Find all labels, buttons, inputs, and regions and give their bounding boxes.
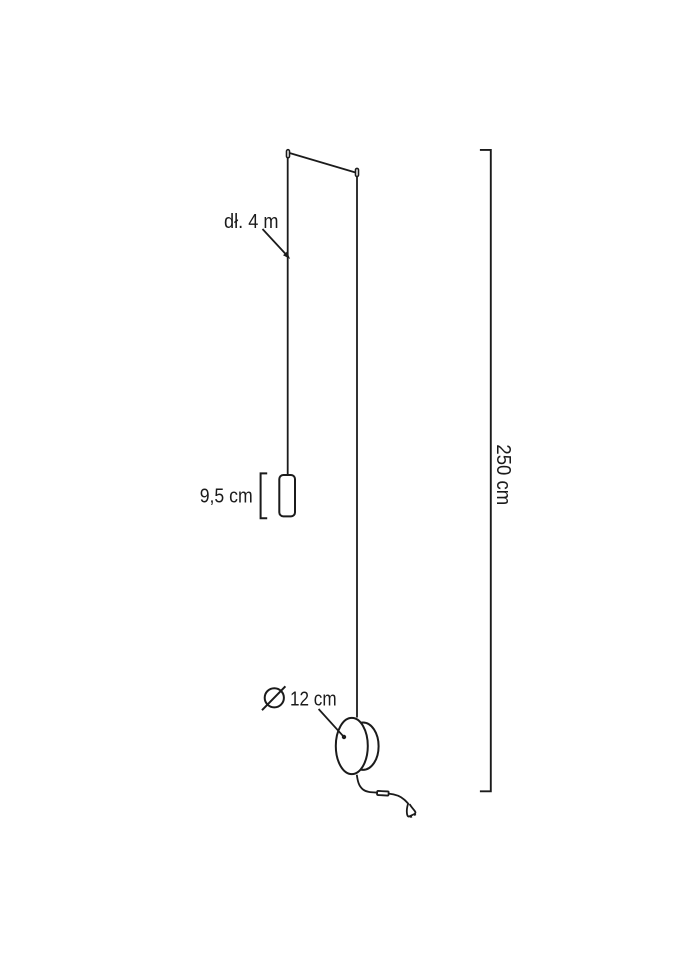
svg-text:9,5 cm: 9,5 cm [200,485,253,507]
svg-text:dł. 4 m: dł. 4 m [224,211,279,233]
svg-text:12 cm: 12 cm [290,689,337,711]
svg-text:250 cm: 250 cm [492,444,514,505]
